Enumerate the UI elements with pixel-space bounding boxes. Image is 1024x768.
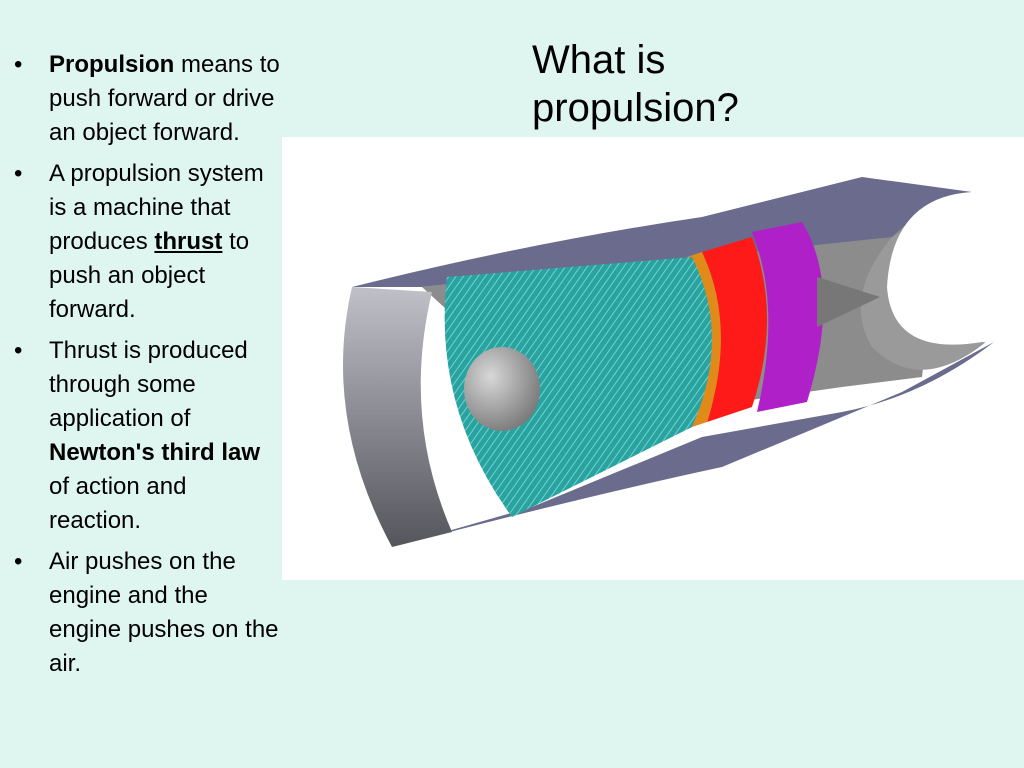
bullet-3-text-pre: Thrust is produced through some applicat… [49,337,248,432]
spinner-nose [464,347,540,431]
bullet-2-text-pre: A propulsion system is a machine that pr… [49,160,264,255]
combustor-stage [702,237,767,422]
bullet-4-text: Air pushes on the engine and the engine … [49,548,279,677]
upper-casing [352,177,972,287]
bullet-3-text-post: of action and reaction. [49,473,187,534]
title-line-1: What is [532,38,666,82]
title-line-2: propulsion? [532,86,739,130]
bullet-list: • Propulsion means to push forward or dr… [10,48,282,688]
bullet-1-bold: Propulsion [49,51,175,78]
bullet-item: • Propulsion means to push forward or dr… [10,48,282,150]
jet-engine-icon [343,177,1024,547]
bullet-dot-icon: • [14,337,23,364]
bullet-item: • Thrust is produced through some applic… [10,334,282,538]
bullet-dot-icon: • [14,160,23,187]
exhaust-cone [817,277,880,327]
lower-casing [392,342,994,547]
bullet-2-thrust: thrust [154,228,223,255]
bullet-3-bold: Newton's third law [49,439,261,466]
turbine-stage [752,222,824,412]
bullet-2-text-post: to push an object forward. [49,228,250,323]
bullet-dot-icon: • [14,51,23,78]
slide-title: What is propulsion? [532,36,862,132]
compressor-blades [444,257,712,517]
front-casing [343,287,452,547]
bullet-item: • Air pushes on the engine and the engin… [10,545,282,681]
bullet-item: • A propulsion system is a machine that … [10,157,282,327]
combustor-edge [687,252,721,427]
bullet-1-text: means to push forward or drive an object… [49,51,280,146]
bullet-dot-icon: • [14,548,23,575]
jet-engine-figure [282,137,1024,580]
exhaust-opening [887,187,1024,347]
